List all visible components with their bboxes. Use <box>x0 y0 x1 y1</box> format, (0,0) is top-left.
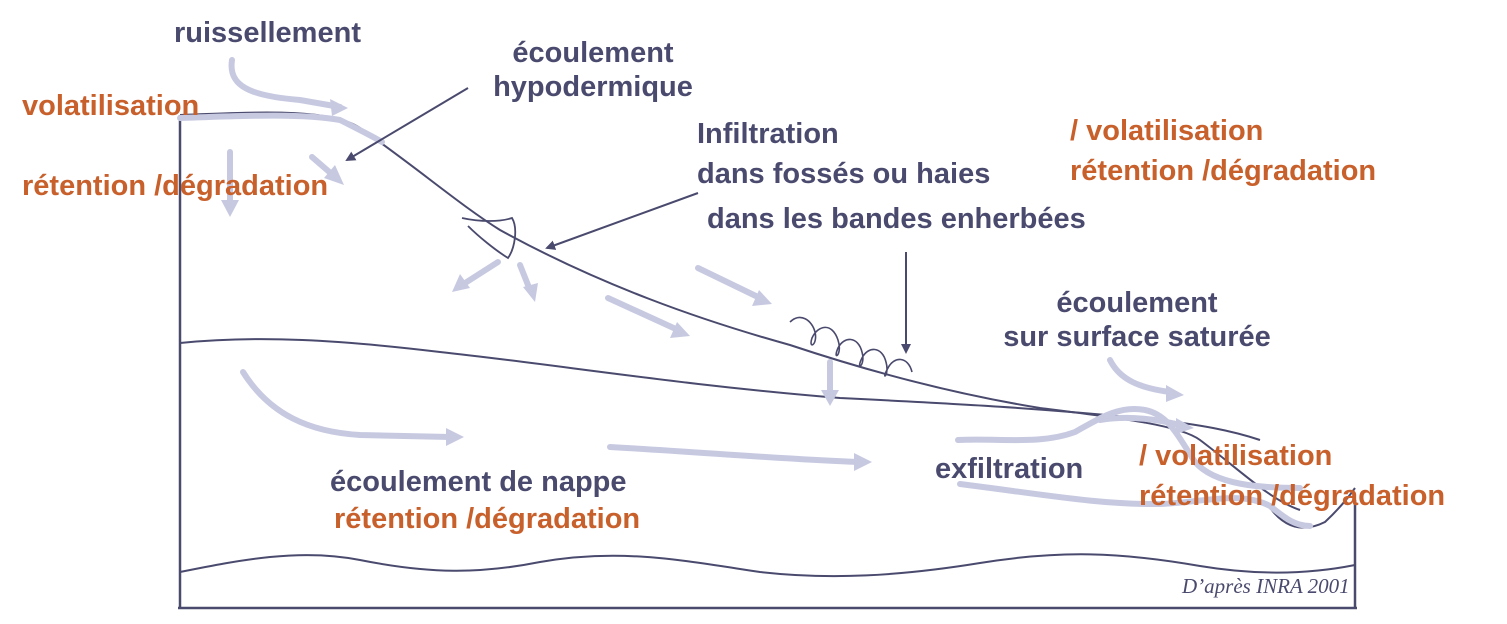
saturated-flow-line-2: sur surface saturée <box>1003 321 1271 353</box>
source-credit: D’après INRA 2001 <box>1182 574 1350 598</box>
saturated-surface-arrow-head <box>1176 418 1194 434</box>
ditch-profile <box>461 216 517 260</box>
grass-strip-icon <box>789 316 913 377</box>
hypodermic-pointer-arrow <box>345 87 469 162</box>
hypodermic-flow-arrow-head <box>324 165 344 185</box>
runoff-arrow-head <box>330 99 348 116</box>
groundwater-flow-arrow-1-head <box>446 428 464 446</box>
exfiltration-label: exfiltration <box>935 453 1084 485</box>
volatilisation-label-right-bottom: / volatilisation <box>1139 440 1333 472</box>
ditch-pointer-arrow <box>545 192 699 250</box>
groundwater-flow-label: écoulement de nappe <box>330 466 627 498</box>
substratum-line <box>179 553 1356 578</box>
saturated-flow-arrow-head <box>1166 385 1184 402</box>
ditch-seepage-arrow-left <box>459 259 501 288</box>
saturated-flow-arrow <box>1107 357 1173 395</box>
runoff-arrow <box>228 57 343 110</box>
retention-label-left: rétention /dégradation <box>22 170 329 202</box>
hypodermic-flow-label: écoulement hypodermique <box>478 36 708 104</box>
stream-channel <box>1267 487 1356 529</box>
subsurface-arrow-1 <box>605 295 681 333</box>
subsurface-arrow-2-head <box>752 290 772 306</box>
ditch-seepage-arrow-down-head <box>523 283 538 302</box>
ditch-seepage-arrow-left-head <box>452 274 470 292</box>
grass-strip-infiltration-arrow-head <box>821 390 839 406</box>
retention-label-right-bottom: rétention /dégradation <box>1139 480 1446 512</box>
left-infiltration-arrow-head <box>221 200 239 217</box>
groundwater-flow-arrow-1 <box>240 369 453 440</box>
water-table-line <box>179 338 1261 441</box>
hypodermic-flow-line-2: hypodermique <box>493 71 693 103</box>
groundwater-flow-arrow-2-head <box>854 453 872 471</box>
saturated-flow-label: écoulement sur surface saturée <box>982 286 1292 354</box>
hypodermic-flow-line-1: écoulement <box>512 37 674 69</box>
exfiltration-arrow-lower <box>957 481 1313 529</box>
volatilisation-label-left: volatilisation <box>22 90 200 122</box>
groundwater-flow-arrow-2 <box>607 444 861 465</box>
exfiltration-arrow-upper <box>955 405 1303 491</box>
infiltration-label: Infiltration dans fossés ou haies <box>697 114 990 194</box>
infiltration-line-2: dans fossés ou haies <box>697 158 991 190</box>
subsurface-arrow-2 <box>695 265 763 301</box>
infiltration-line-1: Infiltration <box>697 118 839 150</box>
volatilisation-label-right-top: / volatilisation <box>1070 115 1264 147</box>
subsurface-arrow-1-head <box>670 322 690 338</box>
saturated-flow-line-1: écoulement <box>1056 287 1218 319</box>
retention-label-bottom: rétention /dégradation <box>334 503 641 535</box>
retention-label-right-top: rétention /dégradation <box>1070 155 1377 187</box>
runoff-label: ruissellement <box>174 17 361 49</box>
saturated-surface-arrow <box>1097 414 1183 428</box>
surface-flow-arrow <box>177 112 385 145</box>
grass-strips-label: dans les bandes enherbées <box>707 203 1086 235</box>
